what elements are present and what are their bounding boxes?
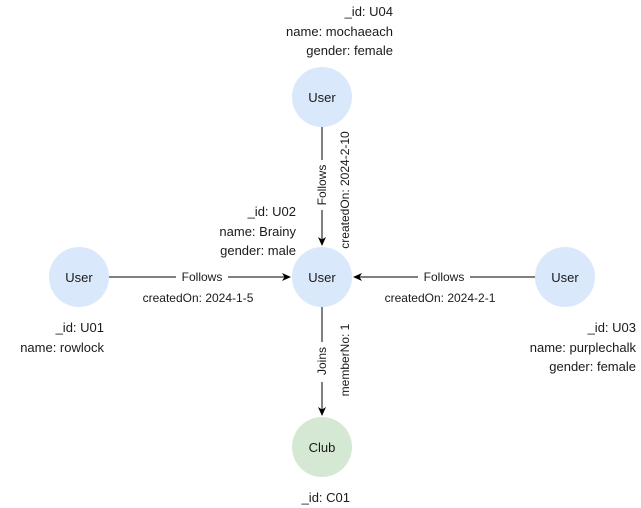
edge-u01-follows-u02[interactable]: Follows createdOn: 2024-1-5: [108, 269, 291, 305]
edge-u04-follows-u02[interactable]: Follows createdOn: 2024-2-10: [314, 127, 352, 249]
edge-u03-follows-u02[interactable]: Follows createdOn: 2024-2-1: [353, 269, 536, 305]
prop-gender: gender: male: [220, 243, 296, 258]
prop-gender: gender: female: [306, 43, 393, 58]
node-u02-properties: _id: U02 name: Brainy gender: male: [219, 202, 296, 261]
edge-label-joins: Joins: [315, 347, 329, 375]
edge-label-follows: Follows: [424, 270, 465, 284]
edge-label-follows: Follows: [182, 270, 223, 284]
node-label: User: [65, 270, 93, 285]
node-circle: [292, 247, 352, 307]
node-label: Club: [309, 440, 336, 455]
node-circle: [49, 247, 109, 307]
node-u02[interactable]: User: [292, 247, 352, 307]
node-label: User: [308, 90, 336, 105]
edge-prop-created-on: createdOn: 2024-2-1: [385, 291, 496, 305]
node-u01-properties: _id: U01 name: rowlock: [20, 318, 104, 357]
prop-id: _id: U01: [55, 320, 104, 335]
prop-name: name: Brainy: [219, 223, 296, 239]
node-u04-properties: _id: U04 name: mochaeach gender: female: [286, 2, 393, 61]
node-c01[interactable]: Club: [292, 417, 352, 477]
node-u01[interactable]: User: [49, 247, 109, 307]
node-label: User: [308, 270, 336, 285]
edge-u02-joins-c01[interactable]: Joins memberNo: 1: [314, 307, 352, 416]
node-circle: [292, 67, 352, 127]
prop-id: _id: U04: [344, 4, 393, 19]
node-c01-properties: _id: C01: [302, 488, 350, 508]
node-u03-properties: _id: U03 name: purplechalk gender: femal…: [530, 318, 636, 377]
prop-name: name: mochaeach: [286, 23, 393, 39]
prop-name: name: rowlock: [20, 339, 104, 355]
node-circle: [535, 247, 595, 307]
prop-id: _id: U03: [587, 320, 636, 335]
edge-prop-created-on: createdOn: 2024-1-5: [143, 291, 254, 305]
node-u04[interactable]: User: [292, 67, 352, 127]
node-u03[interactable]: User: [535, 247, 595, 307]
prop-gender: gender: female: [549, 359, 636, 374]
node-circle: [292, 417, 352, 477]
node-label: User: [551, 270, 579, 285]
edge-label-follows: Follows: [315, 165, 329, 206]
edge-prop-created-on: createdOn: 2024-2-10: [338, 131, 352, 249]
prop-id: _id: U02: [247, 204, 296, 219]
prop-name: name: purplechalk: [529, 339, 636, 355]
prop-id: _id: C01: [301, 490, 350, 505]
edge-prop-member-no: memberNo: 1: [338, 323, 352, 396]
